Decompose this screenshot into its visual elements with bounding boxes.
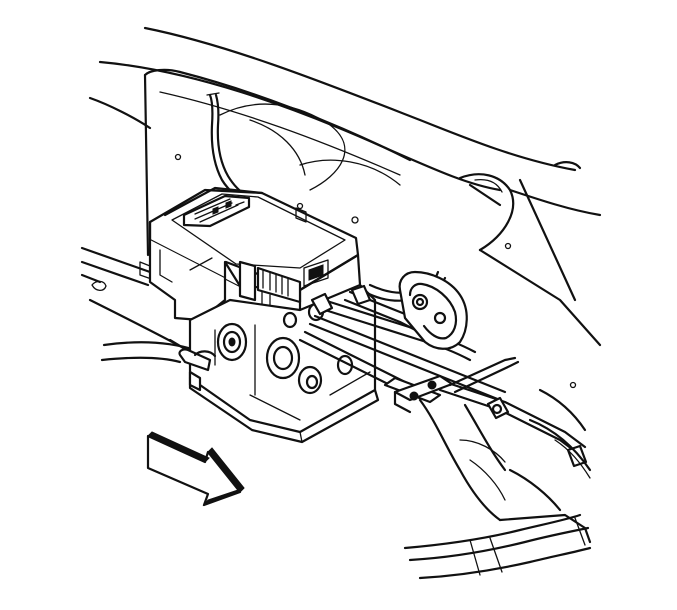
- abs-control-module: [148, 186, 362, 322]
- frame-crossmember: [80, 246, 197, 364]
- mounting-bracket: [383, 270, 468, 414]
- lower-frame-section: [403, 388, 592, 580]
- front-direction-arrow: [146, 431, 245, 507]
